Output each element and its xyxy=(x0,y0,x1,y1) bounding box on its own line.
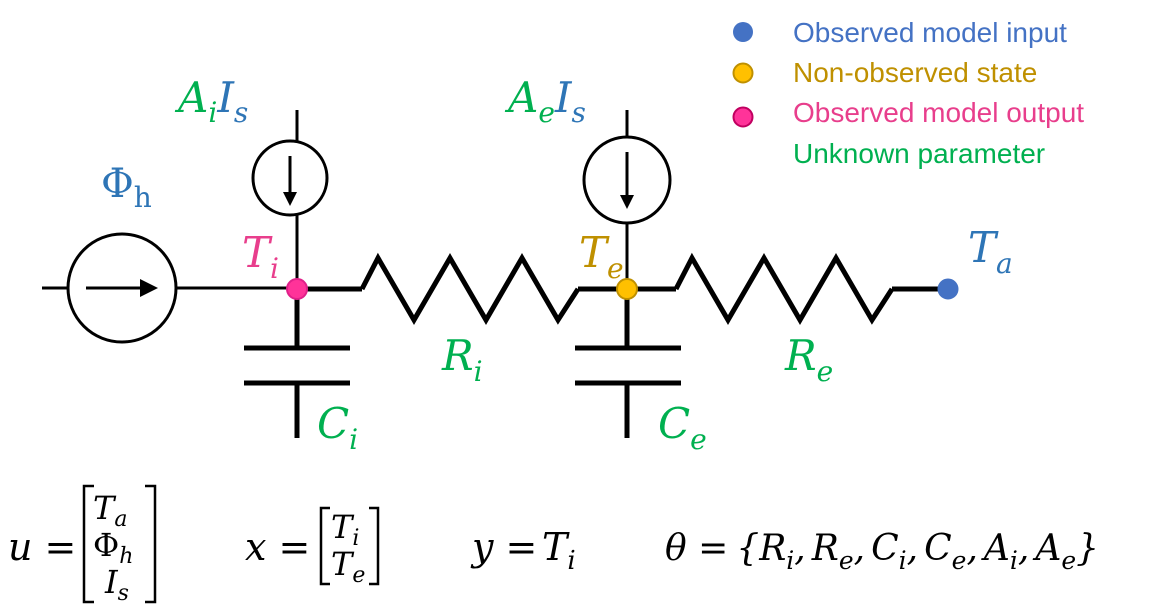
equation-y: y = Ti xyxy=(470,525,576,576)
ae-is-current-source xyxy=(582,135,672,225)
resistor-ri xyxy=(359,252,581,325)
equation-x-lhs: x = xyxy=(245,525,310,569)
bracket-left xyxy=(319,506,330,586)
legend-label-input: Observed model input xyxy=(793,17,1067,48)
arrow-right-icon xyxy=(140,279,158,297)
legend: Observed model input Non-observed state … xyxy=(732,17,1084,169)
legend-label-parameter: Unknown parameter xyxy=(793,138,1045,169)
equation-theta: θ ={Ri,Re,Ci,Ce,Ai,Ae} xyxy=(665,528,1099,575)
label-te: Te xyxy=(579,228,624,285)
legend-label-output: Observed model output xyxy=(793,97,1084,128)
matrix-entry: Is xyxy=(104,563,129,606)
node-te-non-observed-state xyxy=(616,278,638,300)
equation-u-lhs: u = xyxy=(8,525,76,569)
matrix-entry: Φh xyxy=(93,526,133,569)
matrix-entry: Ta xyxy=(93,489,127,532)
bracket-left xyxy=(82,484,94,604)
matrix-entry: Te xyxy=(331,545,365,588)
label-ri: Ri xyxy=(441,331,483,388)
label-ta: Ta xyxy=(968,223,1013,280)
legend-marker-state xyxy=(732,62,754,84)
legend-marker-output xyxy=(732,106,754,128)
equation-y-rhs: Ti xyxy=(542,525,576,576)
legend-label-state: Non-observed state xyxy=(793,57,1037,88)
bracket-right xyxy=(145,484,157,604)
node-ti-observed-output xyxy=(286,278,308,300)
node-ta-observed-input xyxy=(937,278,959,300)
equation-x: x = Ti Te xyxy=(245,506,380,588)
arrow-down-icon xyxy=(283,192,297,206)
bracket-right xyxy=(369,506,380,586)
label-heat-flux: Φh xyxy=(101,161,152,214)
ai-is-current-source xyxy=(251,139,329,217)
label-ti: Ti xyxy=(242,228,279,285)
arrow-down-icon xyxy=(620,195,634,209)
legend-marker-input xyxy=(733,22,753,42)
matrix-entry: Ti xyxy=(331,508,359,551)
heat-flux-source xyxy=(66,232,178,344)
equation-u: u = Ta Φh Is xyxy=(8,484,157,606)
label-ci: Ci xyxy=(317,399,358,456)
equation-theta: θ ={Ri,Re,Ci,Ce,Ai,Ae} xyxy=(665,528,1099,575)
label-ai-is: AiIs xyxy=(174,73,248,129)
label-ae-is: AeIs xyxy=(504,73,586,129)
label-ce: Ce xyxy=(658,399,707,456)
label-re: Re xyxy=(784,331,833,388)
equation-y-lhs: y = xyxy=(470,525,537,569)
resistor-re xyxy=(673,252,895,325)
